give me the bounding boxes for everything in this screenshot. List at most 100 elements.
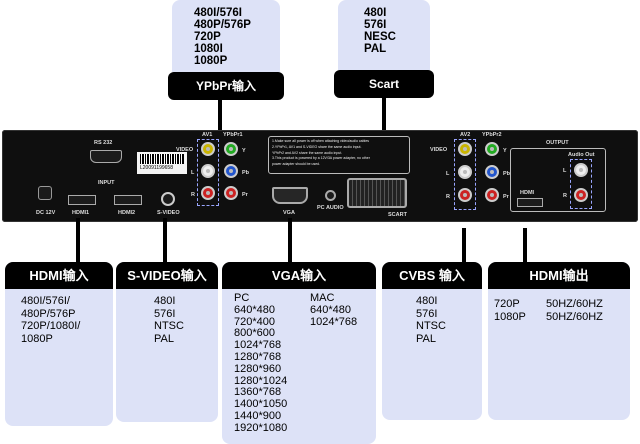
scart-format: 576I [364,19,387,31]
cvbs-format: PAL [416,332,436,345]
hdmi-out-resolution: 720P [494,298,520,310]
av2-right-jack [458,188,472,202]
av1-left-jack [201,164,215,178]
ypbpr2-label: YPbPr2 [482,132,502,138]
device-note: 3.This product is powered by a 12V/3A po… [272,156,370,161]
hdmi2-label: HDMI2 [118,210,136,216]
av2-left-jack [458,165,472,179]
av2-video-jack [458,142,472,156]
hdmi2-port [114,195,142,205]
svideo-port [161,192,175,206]
av1-label: AV1 [202,132,213,138]
video1-label: VIDEO [176,147,194,153]
pr1-label: Pr [242,192,248,198]
scart-format: NESC [364,31,396,43]
y2-label: Y [503,148,507,154]
barcode-label: L20091199658 [137,152,187,174]
ypbpr-format-list: 480I/576I 480P/576P 720P 1080I 1080P [172,0,280,67]
hdmi-out-rate: 50HZ/60HZ [546,298,603,310]
ypbpr2-pr-jack [485,188,499,202]
device-rear-panel: RS 232 L20091199658 INPUT DC 12V HDMI1 H… [2,130,638,222]
ypbpr2-y-jack [485,142,499,156]
scart-label: SCART [388,212,407,218]
scart-format-list: 480I 576I NESC PAL [338,0,430,55]
ypbpr-callout-title: YPbPr输入 [168,72,284,100]
scart-connector [382,98,386,132]
hdmi1-label: HDMI1 [72,210,90,216]
rs232-label: RS 232 [94,140,113,146]
hdmi-in-card: HDMI输入 480I/576I/ 480P/576P 720P/1080I/ … [5,262,113,426]
hdmi-in-format-list: 480I/576I/ 480P/576P 720P/1080I/ 1080P [5,289,113,351]
vga-mac-format: MAC [310,292,335,304]
vga-pc-format: 1280*960 [234,362,282,375]
device-note: 2.YPbPr1, AV1 and S-VIDEO share the same… [272,144,362,149]
av1-right-jack [201,186,215,200]
y1-label: Y [242,148,246,154]
vga-card: VGA输入 PC 640*480 720*400 800*600 1024*76… [222,262,376,444]
cvbs-title: CVBS 输入 [382,262,482,289]
aol-label: L [563,168,567,174]
hdmi-out-connector [523,228,527,264]
r1-label: R [191,192,195,198]
vga-mac-list: MAC 640*480 1024*768 [310,292,358,328]
ypbpr1-pb-jack [224,164,238,178]
hdmi-in-title: HDMI输入 [5,262,113,289]
vga-pc-format: 1400*1050 [234,398,288,411]
r2-label: R [446,194,450,200]
ypbpr-format: 480I/576I [194,7,242,19]
vga-title: VGA输入 [222,262,376,289]
pb2-label: Pb [503,171,511,177]
pb1-label: Pb [242,170,250,176]
vga-port [272,187,308,204]
svideo-connector [163,218,167,264]
scart-format: PAL [364,43,387,55]
cvbs-card: CVBS 输入 480I 576I NTSC PAL [382,262,482,420]
av1-video-jack [201,142,215,156]
device-note: YPbPr2 and AV2 share the same audio inpu… [272,150,343,155]
svideo-format-list: 480I 576I NTSC PAL [116,289,218,351]
av2-highlight [454,139,476,210]
vga-pc-format: PC [234,292,250,304]
svideo-card: S-VIDEO输入 480I 576I NTSC PAL [116,262,218,422]
ypbpr1-label: YPbPr1 [223,132,243,138]
hdmi-out-card: HDMI输出 720P 1080P 50HZ/60HZ 50HZ/60HZ [488,262,630,420]
vga-mac-format: 1024*768 [310,315,358,328]
audio-out-label: Audio Out [568,152,595,158]
av1-highlight [197,139,219,206]
cvbs-format: NTSC [416,320,446,333]
input-label: INPUT [98,180,115,186]
hdmi-in-format: 480I/576I/ [21,295,70,307]
ypbpr1-y-jack [224,142,238,156]
hdmi1-port [68,195,96,205]
vga-pc-format: 720*400 [234,315,275,328]
vga-pc-format: 1280*768 [234,350,282,363]
scart-port [347,178,407,208]
vga-connector [288,218,292,264]
svideo-format: PAL [154,332,174,345]
pcaudio-label: PC AUDIO [317,205,344,211]
hdmi-out-title: HDMI输出 [488,262,630,289]
vga-label: VGA [283,210,295,216]
vga-pc-format: 1920*1080 [234,421,288,434]
scart-callout-title: Scart [334,70,434,98]
audio-out-right-jack [574,188,588,202]
ypbpr2-pb-jack [485,165,499,179]
ypbpr-format: 480P/576P [194,19,251,31]
audio-out-highlight [570,159,592,209]
vga-pc-format: 1360*768 [234,386,282,399]
ypbpr-format: 1080P [194,55,228,67]
cvbs-format: 480I [416,295,438,307]
ypbpr-callout: 480I/576I 480P/576P 720P 1080I 1080P [172,0,280,72]
pc-audio-jack [325,190,336,201]
hdmi-out-res-list: 720P 1080P [494,298,526,323]
audio-out-left-jack [574,163,588,177]
dc-jack [38,186,52,200]
barcode-number: L20091199658 [140,165,173,171]
scart-format: 480I [364,7,387,19]
hdmi-out-resolution: 1080P [494,310,526,323]
hdmi-in-connector [76,218,80,264]
ypbpr-connector [218,100,222,132]
vga-pc-format: 640*480 [234,303,275,316]
device-notes-box: 1.Make sure all power is off when attach… [268,136,410,174]
ypbpr-format: 720P [194,31,221,43]
